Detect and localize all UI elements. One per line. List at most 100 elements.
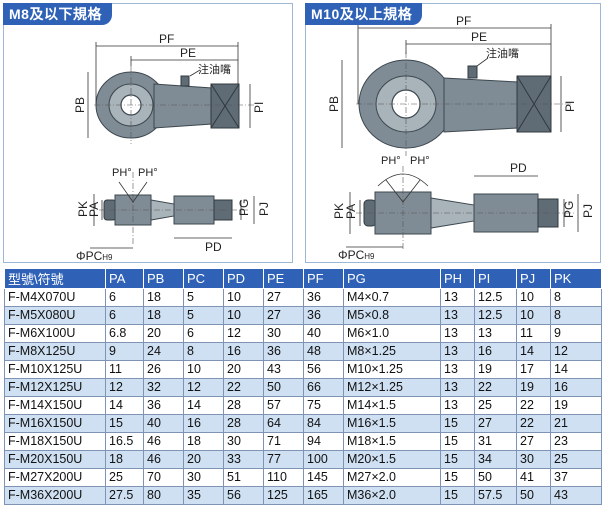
value-cell: 50 [263,378,304,397]
header-ph: PH [440,268,475,289]
ph-angle-right: PH° [138,167,158,179]
value-cell: 18 [105,450,144,469]
model-cell: F-M18X150U [4,432,106,451]
model-cell: F-M20X150U [4,450,106,469]
value-cell: 100 [303,450,344,469]
pk-label: PK [76,201,90,217]
value-cell: 34 [474,450,517,469]
value-cell: 22 [223,378,264,397]
model-cell: F-M4X070U [4,288,106,307]
value-cell: 11 [105,360,144,379]
value-cell: 84 [303,414,344,433]
value-cell: 30 [223,432,264,451]
value-cell: 10 [223,306,264,325]
value-cell: 19 [474,360,517,379]
value-cell: 43 [550,486,602,505]
value-cell: M20×1.5 [343,450,441,469]
value-cell: 18 [143,288,184,307]
value-cell: 56 [303,360,344,379]
value-cell: 35 [183,486,224,505]
value-cell: 15 [440,486,475,505]
value-cell: 10 [183,360,224,379]
value-cell: M27×2.0 [343,468,441,487]
value-cell: 25 [105,468,144,487]
value-cell: 33 [223,450,264,469]
value-cell: 19 [550,396,602,415]
value-cell: 16 [474,342,517,361]
value-cell: 64 [263,414,304,433]
value-cell: 24 [143,342,184,361]
value-cell: 20 [183,450,224,469]
value-cell: 28 [223,396,264,415]
model-cell: F-M14X150U [4,396,106,415]
value-cell: 75 [303,396,344,415]
value-cell: 27 [263,306,304,325]
value-cell: M4×0.7 [343,288,441,307]
value-cell: 19 [516,378,551,397]
value-cell: 71 [263,432,304,451]
value-cell: 27.5 [105,486,144,505]
value-cell: M16×1.5 [343,414,441,433]
value-cell: 43 [263,360,304,379]
pg-label: PG [237,199,251,216]
large-rod-end-drawing: PF PE 注油嘴 PB PI PH° PH° [327,14,595,262]
value-cell: 145 [303,468,344,487]
value-cell: 6 [105,288,144,307]
value-cell: 36 [143,396,184,415]
pe-label: PE [180,46,196,60]
value-cell: 16.5 [105,432,144,451]
value-cell: 27 [516,432,551,451]
value-cell: 77 [263,450,304,469]
header-pe: PE [263,268,304,289]
value-cell: 15 [440,468,475,487]
value-cell: 12 [105,378,144,397]
header-pb: PB [143,268,184,289]
value-cell: 10 [223,288,264,307]
small-size-diagram-panel: PF PE 注油嘴 PB PI PH° PH° [3,3,293,263]
model-cell: F-M16X150U [4,414,106,433]
value-cell: 26 [143,360,184,379]
value-cell: 36 [263,342,304,361]
value-cell: M18×1.5 [343,432,441,451]
value-cell: 46 [143,450,184,469]
value-cell: 12.5 [474,288,517,307]
pg-label: PG [562,201,576,218]
value-cell: 51 [223,468,264,487]
spec-table: 型號\符號 PA PB PC PD PE PF PG PH PI PJ PK F… [4,268,602,505]
value-cell: 36 [303,288,344,307]
value-cell: 41 [516,468,551,487]
value-cell: 40 [143,414,184,433]
value-cell: 8 [550,306,602,325]
value-cell: 21 [550,414,602,433]
small-size-title: M8及以下規格 [3,3,112,25]
value-cell: 6 [105,306,144,325]
value-cell: 15 [440,414,475,433]
header-pf: PF [303,268,344,289]
value-cell: 28 [223,414,264,433]
value-cell: 27 [263,288,304,307]
value-cell: 23 [550,432,602,451]
value-cell: M10×1.25 [343,360,441,379]
value-cell: 10 [516,288,551,307]
value-cell: 30 [263,324,304,343]
pb-label: PB [327,96,341,112]
value-cell: 125 [263,486,304,505]
value-cell: 5 [183,288,224,307]
ph-angle-right: PH° [410,155,430,167]
value-cell: 48 [303,342,344,361]
value-cell: 57.5 [474,486,517,505]
header-pj: PJ [516,268,551,289]
value-cell: 50 [474,468,517,487]
value-cell: 37 [550,468,602,487]
value-cell: 12 [550,342,602,361]
value-cell: 22 [516,396,551,415]
